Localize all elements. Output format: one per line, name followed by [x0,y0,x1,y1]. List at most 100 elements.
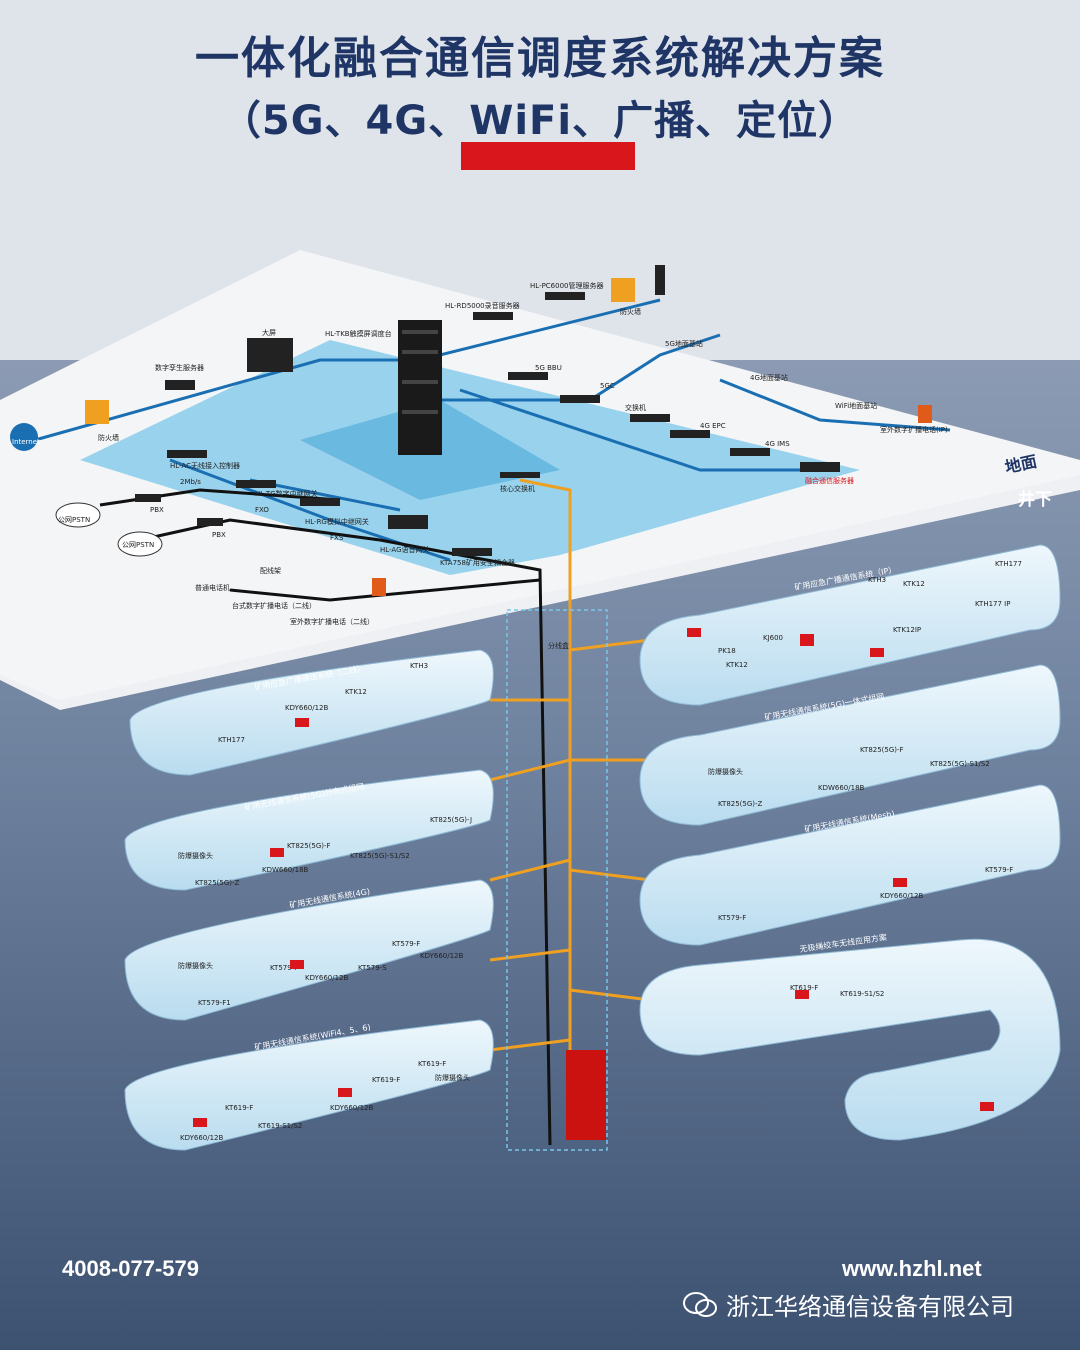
page-title: 一体化融合通信调度系统解决方案 [195,33,885,84]
ag-label: HL-AG语音网关 [380,545,430,554]
svg-text:KT579-S: KT579-S [358,964,387,972]
svg-text:PK18: PK18 [718,647,736,655]
phone-number: 4008-077-579 [62,1256,200,1281]
mb-label: 2Mb/s [180,478,201,486]
copper-lines [99,488,552,1146]
svg-text:KT619-F: KT619-F [372,1076,400,1084]
svg-text:防爆摄像头: 防爆摄像头 [435,1073,470,1082]
normal-phone-label: 普通电话机 [195,583,230,592]
tunnel-wifi: 矿用无线通信系统(WiFi4、5、6) KT619-F KT619-F 防爆摄像… [124,1019,494,1151]
ground-below-label: 井下 [1018,489,1052,510]
base4g-label: 4G地面基站 [750,373,788,382]
svg-text:KT579-F: KT579-F [392,940,420,948]
core-switch-label: 核心交换机 [500,484,535,493]
switch-label: 交换机 [625,403,646,412]
svg-text:KT825(5G)-S1/S2: KT825(5G)-S1/S2 [930,760,990,768]
outdoor-ip-phone-icon [918,405,932,423]
svg-text:KDW660/18B: KDW660/18B [262,866,309,874]
svg-text:KTH177: KTH177 [218,736,245,744]
svg-text:KT825(5G)-Z: KT825(5G)-Z [718,800,763,808]
svg-text:KT619-S1/S2: KT619-S1/S2 [258,1122,302,1130]
svg-text:防爆摄像头: 防爆摄像头 [708,767,743,776]
firewall-right-label: 防火墙 [620,307,641,316]
fusion-server-label: 融合通信服务器 [805,476,854,485]
core5g-label: 5GC [600,382,615,390]
svg-text:KT825(5G)-S1/S2: KT825(5G)-S1/S2 [350,852,410,860]
svg-text:KT825(5G)-F: KT825(5G)-F [287,842,331,850]
epc-label: 4G EPC [700,422,726,430]
pbx2-label: PBX [212,531,226,539]
svg-text:KDY660/12B: KDY660/12B [330,1104,374,1112]
frame-label: 配线架 [260,566,281,575]
svg-text:KTK12IP: KTK12IP [893,626,921,634]
page-subtitle: （5G、4G、WiFi、广播、定位） [220,98,860,144]
svg-text:KT619-S1/S2: KT619-S1/S2 [840,990,884,998]
svg-text:KDW660/18B: KDW660/18B [818,784,865,792]
website: www.hzhl.net [842,1256,982,1281]
svg-text:防爆摄像头: 防爆摄像头 [178,961,213,970]
pstn-cloud-icons [55,502,163,557]
svg-text:KT579-F: KT579-F [985,866,1013,874]
svg-text:KDY660/12B: KDY660/12B [305,974,349,982]
svg-text:KTK12: KTK12 [345,688,367,696]
tg-label: HL-TG数字中继网关 [255,489,318,498]
firewall-left-label: 防火墙 [98,433,119,442]
svg-text:KDY660/12B: KDY660/12B [285,704,329,712]
company-name-block: 浙江华络通信设备有限公司 [682,1287,1014,1322]
desk-phone-label: 台式数字扩播电话（二线） [232,601,316,610]
svg-text:KDY660/12B: KDY660/12B [880,892,924,900]
svg-text:防爆摄像头: 防爆摄像头 [178,851,213,860]
fxo-label: FXO [255,506,269,514]
dispatch-console-label: HL-TKB触摸屏调度台 [325,329,392,338]
svg-text:KTK12: KTK12 [726,661,748,669]
surface-devices [135,265,840,556]
digital-server-label: 数字孪生服务器 [155,363,204,372]
svg-text:KT579-F1: KT579-F1 [198,999,231,1007]
svg-text:KT579-F: KT579-F [270,964,298,972]
pstn2-label: 公网PSTN [122,541,154,549]
svg-text:KT825(5G)-Z: KT825(5G)-Z [195,879,240,887]
svg-text:KT619-F: KT619-F [790,984,818,992]
svg-text:KDY660/12B: KDY660/12B [420,952,464,960]
shaft-outline [506,609,608,1151]
ac-label: HL-AC无线接入控制器 [170,461,240,470]
svg-text:KT825(5G)-F: KT825(5G)-F [860,746,904,754]
pbx1-label: PBX [150,506,164,514]
svg-text:KTK12: KTK12 [903,580,925,588]
tunnel-red-devices [193,628,994,1127]
fxs-label: FXS [330,534,344,542]
svg-text:KTH3: KTH3 [868,576,886,584]
company-name: 浙江华络通信设备有限公司 [726,1293,1014,1321]
svg-text:KT825(5G)-J: KT825(5G)-J [430,816,472,824]
svg-text:KDY660/12B: KDY660/12B [180,1134,224,1142]
svg-text:KT619-F: KT619-F [418,1060,446,1068]
svg-text:KJ600: KJ600 [763,634,783,642]
kta-label: KTA758矿用安全耦合器 [440,558,515,567]
svg-text:KT579-F: KT579-F [718,914,746,922]
svg-text:KTH177 IP: KTH177 IP [975,600,1010,608]
firewall-icons [85,278,635,424]
internet-label: Internet [12,438,40,446]
fiber-lines [489,478,651,1120]
bbu-label: 5G BBU [535,364,562,372]
outdoor-phone-label: 室外数字扩播电话（二线） [290,617,374,626]
title-accent-bar [461,142,635,170]
base5g-label: 5G地面基站 [665,339,703,348]
rg-label: HL-RG模拟中继网关 [305,517,369,526]
svg-text:KT619-F: KT619-F [225,1104,253,1112]
svg-text:KTH177: KTH177 [995,560,1022,568]
big-screen-label: 大屏 [262,328,276,337]
ims-label: 4G IMS [765,440,790,448]
svg-text:KTH3: KTH3 [410,662,428,670]
pc6000-label: HL-PC6000管理服务器 [530,281,604,290]
outdoor-ip-label: 室外数字扩播电话(IP) [880,425,948,434]
shaft-emergency-station [566,1050,606,1140]
rd5000-label: HL-RD5000录音服务器 [445,301,520,310]
junction-label: 分线盒 [548,641,569,650]
wifi-base-label: WiFi地面基站 [835,401,877,410]
wechat-icon [683,1291,717,1317]
server-rack [398,320,442,455]
pstn1-label: 公网PSTN [58,516,90,524]
internet-cloud-icon [10,423,38,451]
